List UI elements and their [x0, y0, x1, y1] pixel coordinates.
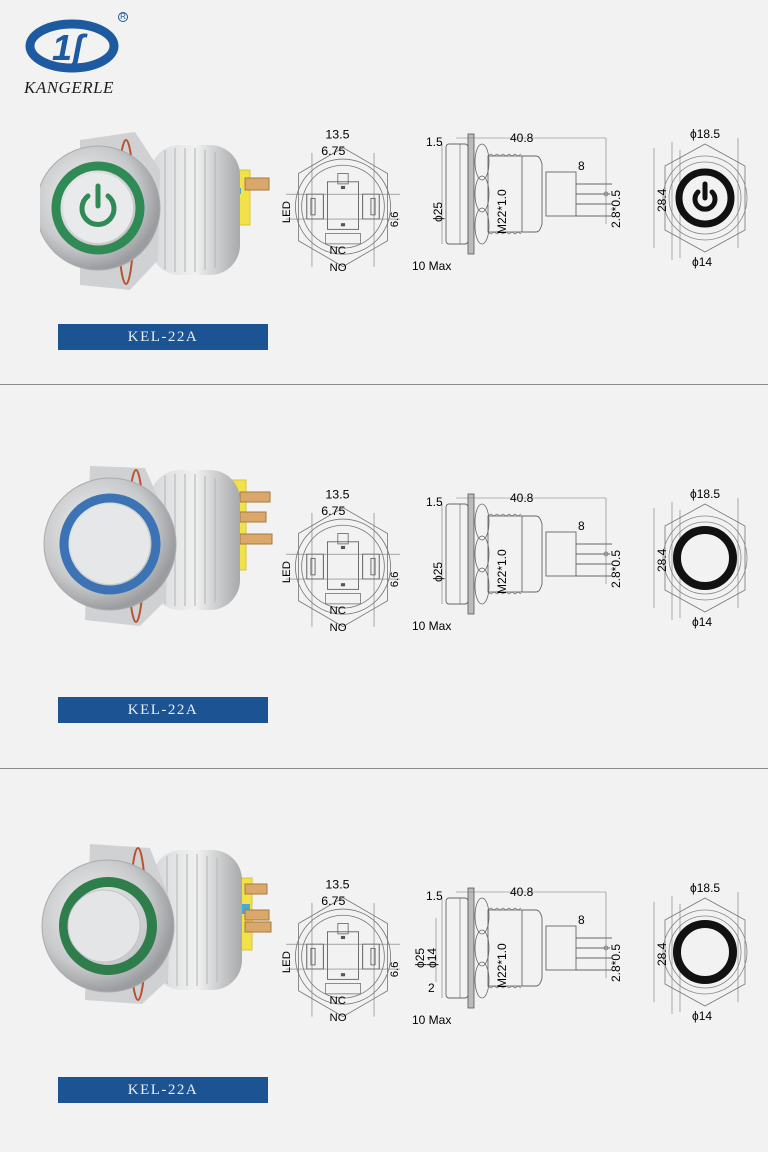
front-view-drawing: 13.5 6.75 LED 6.6 NC NO: [281, 488, 401, 634]
section-divider: [0, 384, 768, 385]
model-label: KEL-22A: [58, 697, 268, 723]
dim-8: 8: [578, 159, 585, 173]
dim-6-6: 6.6: [389, 572, 401, 588]
dim-8: 8: [578, 519, 585, 533]
product-photo-high-head-ring: [41, 844, 272, 1004]
section-divider: [0, 768, 768, 769]
dim-head-height: 2: [428, 981, 435, 995]
registered-mark: R: [118, 12, 128, 22]
dim-terminal-size: 2.8*0.5: [609, 190, 623, 228]
front-view-drawing: 13.5 6.75 LED 6.6 NC NO: [281, 128, 401, 274]
dim-diameter-14: ϕ14: [425, 948, 439, 968]
top-view-drawing: ϕ18.5 28.4 ϕ14: [653, 881, 748, 1023]
top-view-drawing: ϕ18.5 28.4 ϕ14: [653, 127, 748, 269]
dim-diameter-18-5: ϕ18.5: [690, 487, 720, 501]
label-no: NO: [330, 622, 347, 634]
ring-symbol: [675, 168, 735, 228]
dim-panel-max: 10 Max: [412, 259, 451, 273]
thread-m22: M22*1.0: [495, 189, 509, 234]
dim-panel-max: 10 Max: [412, 1013, 451, 1027]
dim-13-5: 13.5: [325, 488, 349, 501]
side-view-drawing: 40.8 1.5 ϕ25 M22*1.0 8 2.8*0.5 10 Max: [412, 131, 623, 273]
dim-terminal-size: 2.8*0.5: [609, 550, 623, 588]
product-row-3: 13.5 6.75 LED 6.6 NC NO 40.8 1.5 ϕ25 ϕ14…: [0, 768, 768, 1152]
dim-28-4: 28.4: [655, 548, 669, 572]
product-photo-power-button: [40, 132, 270, 290]
dim-40-8: 40.8: [510, 491, 534, 505]
top-view-drawing: ϕ18.5 28.4 ϕ14: [653, 487, 748, 629]
dim-1-5: 1.5: [426, 889, 443, 903]
kangerle-logo-icon: 1 ʃ: [25, 19, 119, 73]
dim-1-5: 1.5: [426, 135, 443, 149]
label-nc: NC: [330, 995, 346, 1007]
dim-6-6: 6.6: [389, 212, 401, 228]
dim-diameter-14: ϕ14: [692, 255, 712, 269]
dim-diameter-18-5: ϕ18.5: [690, 127, 720, 141]
dim-6-75: 6.75: [321, 504, 345, 518]
dim-13-5: 13.5: [325, 878, 349, 891]
svg-text:ʃ: ʃ: [67, 27, 88, 68]
dim-diameter-18-5: ϕ18.5: [690, 881, 720, 895]
dim-diameter-14: ϕ14: [692, 615, 712, 629]
dim-8: 8: [578, 913, 585, 927]
ring-symbol-icon: [673, 920, 737, 984]
dim-panel-max: 10 Max: [412, 619, 451, 633]
dim-terminal-size: 2.8*0.5: [609, 944, 623, 982]
dim-40-8: 40.8: [510, 131, 534, 145]
label-led: LED: [281, 951, 293, 973]
svg-text:1: 1: [52, 27, 72, 68]
label-no: NO: [330, 1012, 347, 1024]
product-row-1: 13.5 6.75 LED 6.6 NC NO 40.8 1.5 ϕ25 M22…: [0, 0, 768, 384]
label-nc: NC: [330, 245, 346, 257]
thread-m22: M22*1.0: [495, 549, 509, 594]
label-nc: NC: [330, 605, 346, 617]
label-no: NO: [330, 262, 347, 274]
dim-6-75: 6.75: [321, 894, 345, 908]
thread-m22: M22*1.0: [495, 943, 509, 988]
label-led: LED: [281, 561, 293, 583]
dim-diameter-14: ϕ14: [692, 1009, 712, 1023]
dim-6-75: 6.75: [321, 144, 345, 158]
dim-1-5: 1.5: [426, 495, 443, 509]
ring-symbol-icon: [673, 526, 737, 590]
model-label: KEL-22A: [58, 1077, 268, 1103]
brand-name: KANGERLE: [24, 78, 114, 97]
product-photo-flat-ring: [43, 466, 273, 626]
label-led: LED: [281, 201, 293, 223]
front-view-drawing: 13.5 6.75 LED 6.6 NC NO: [281, 878, 401, 1024]
product-row-2: 13.5 6.75 LED 6.6 NC NO 40.8 1.5 ϕ25 M22…: [0, 384, 768, 768]
model-label: KEL-22A: [58, 324, 268, 350]
power-symbol-icon: [692, 181, 718, 212]
dim-28-4: 28.4: [655, 942, 669, 966]
dim-diameter-25: ϕ25: [431, 562, 445, 582]
dim-28-4: 28.4: [655, 188, 669, 212]
side-view-drawing: 40.8 1.5 ϕ25 M22*1.0 8 2.8*0.5 10 Max: [412, 491, 623, 633]
dim-diameter-25: ϕ25: [413, 948, 427, 968]
dim-40-8: 40.8: [510, 885, 534, 899]
dim-diameter-25: ϕ25: [431, 202, 445, 222]
dim-13-5: 13.5: [325, 128, 349, 141]
side-view-drawing: 40.8 1.5 ϕ25 ϕ14 2 M22*1.0 8 2.8*0.5 10 …: [412, 885, 623, 1027]
dim-6-6: 6.6: [389, 962, 401, 978]
